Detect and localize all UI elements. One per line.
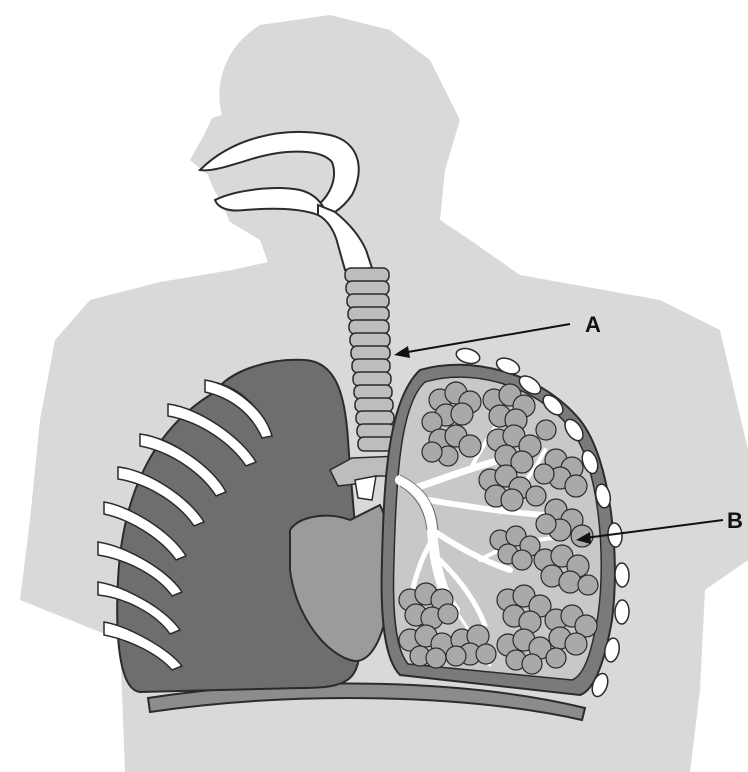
left-main-bronchus: [355, 476, 376, 500]
label-b: B: [727, 508, 743, 533]
label-a: A: [585, 312, 601, 337]
